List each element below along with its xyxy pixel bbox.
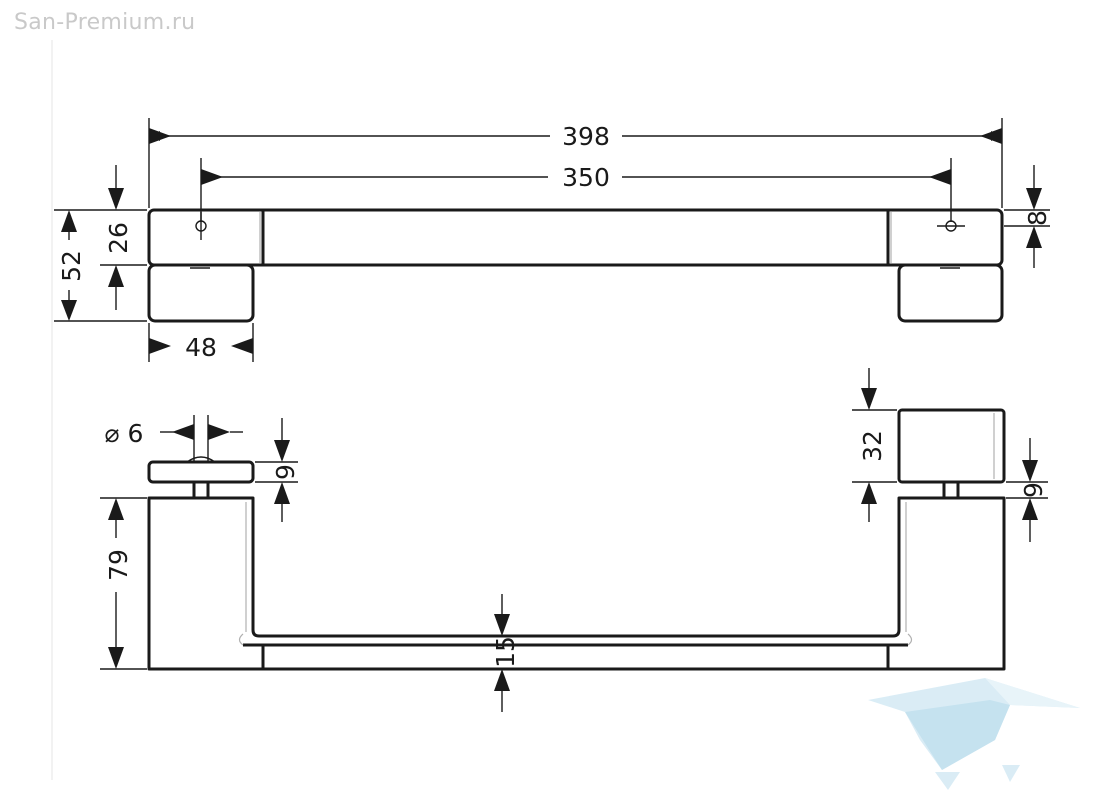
dimension-overall-length: 398 <box>562 122 610 151</box>
dimension-cap-height: 32 <box>858 430 887 462</box>
dimension-hole-spacing: 350 <box>562 163 610 192</box>
grab-bar-side-outline <box>147 496 1006 671</box>
screw-right <box>942 480 960 500</box>
dimension-bar-thickness: 15 <box>491 636 520 668</box>
dimension-cap-thickness-left: 9 <box>271 464 300 480</box>
bathtub-logo-icon <box>868 678 1080 790</box>
dimension-bar-height: 26 <box>104 222 133 254</box>
dimension-hole-offset: 8 <box>1023 210 1052 226</box>
cap-right-outline <box>897 408 1006 484</box>
top-view: 398 350 52 2 <box>54 118 1052 362</box>
dimension-projection: 79 <box>104 549 133 581</box>
dimension-total-height: 52 <box>57 250 86 282</box>
watermark-text: San-Premium.ru <box>14 10 196 35</box>
side-view: ⌀ 6 9 79 32 9 <box>100 368 1048 712</box>
grab-bar-top-outline <box>147 208 1004 267</box>
foot-left-outline <box>147 263 255 323</box>
foot-right-outline <box>897 263 1004 323</box>
dimension-cap-thickness-right: 9 <box>1019 482 1048 498</box>
dimension-foot-width: 48 <box>185 333 217 362</box>
screw-left <box>192 480 210 500</box>
cap-left-outline <box>147 460 255 484</box>
dimension-screw-diameter: ⌀ 6 <box>105 419 144 448</box>
